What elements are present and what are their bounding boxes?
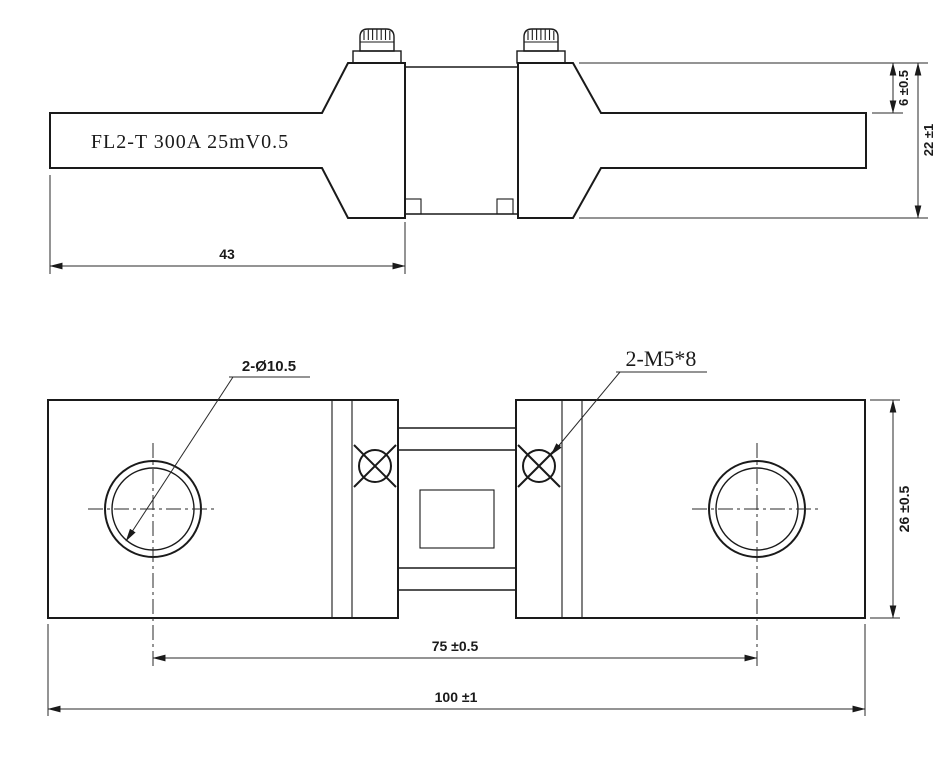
left-block xyxy=(47,399,399,619)
right-screw-side xyxy=(516,28,566,64)
right-screw-knurl xyxy=(527,29,555,40)
strip-center xyxy=(419,489,495,549)
left-screw-plan xyxy=(353,444,397,488)
resistive-strips xyxy=(398,427,516,591)
leader-line xyxy=(550,371,621,456)
right-hole xyxy=(692,443,822,667)
left-screw-washer xyxy=(352,50,402,64)
right-terminal-lug xyxy=(517,62,867,219)
dim-overall-height: 22 ±1 xyxy=(579,62,936,219)
dim-hole-spacing-text: 75 ±0.5 xyxy=(432,638,479,654)
dim-hole-spacing: 75 ±0.5 xyxy=(152,638,758,662)
screw-callout-text: 2-M5*8 xyxy=(626,346,697,371)
left-terminal-lug xyxy=(49,62,406,219)
left-screw-side xyxy=(352,28,402,64)
hole-callout: 2-Ø10.5 xyxy=(125,358,310,542)
leader-line xyxy=(125,376,234,542)
dim-lug-length: 43 xyxy=(49,175,406,274)
dim-lug-length-text: 43 xyxy=(219,246,235,262)
dim-overall-width-text: 26 ±0.5 xyxy=(896,485,912,532)
right-screw-circle xyxy=(522,449,556,483)
dim-overall-width: 26 ±0.5 xyxy=(870,399,912,619)
plan-view: 2-Ø10.5 2-M5*8 26 ±0.5 75 ±0.5 100 xyxy=(47,346,912,716)
right-block xyxy=(515,399,866,619)
dim-overall-length-text: 100 ±1 xyxy=(435,689,478,705)
element-notch-right xyxy=(496,198,514,215)
left-hole xyxy=(88,443,218,667)
dim-step-height: 6 ±0.5 xyxy=(872,62,911,114)
part-label: FL2-T 300A 25mV0.5 xyxy=(91,131,289,153)
right-screw-washer xyxy=(516,50,566,64)
left-screw-knurl xyxy=(363,29,391,40)
right-screw-head xyxy=(523,28,559,52)
left-screw-circle xyxy=(358,449,392,483)
left-screw-cross xyxy=(353,444,397,488)
screw-callout: 2-M5*8 xyxy=(550,346,707,456)
element-notch-left xyxy=(404,198,422,215)
dim-overall-length: 100 ±1 xyxy=(47,624,866,716)
resistive-element-side xyxy=(404,66,518,215)
hole-callout-text: 2-Ø10.5 xyxy=(242,358,296,375)
dim-overall-height-text: 22 ±1 xyxy=(921,124,936,156)
left-screw-head xyxy=(359,28,395,52)
dim-step-height-text: 6 ±0.5 xyxy=(896,70,911,106)
top-view: FL2-T 300A 25mV0.5 43 6 ±0.5 22 ±1 xyxy=(49,28,936,274)
